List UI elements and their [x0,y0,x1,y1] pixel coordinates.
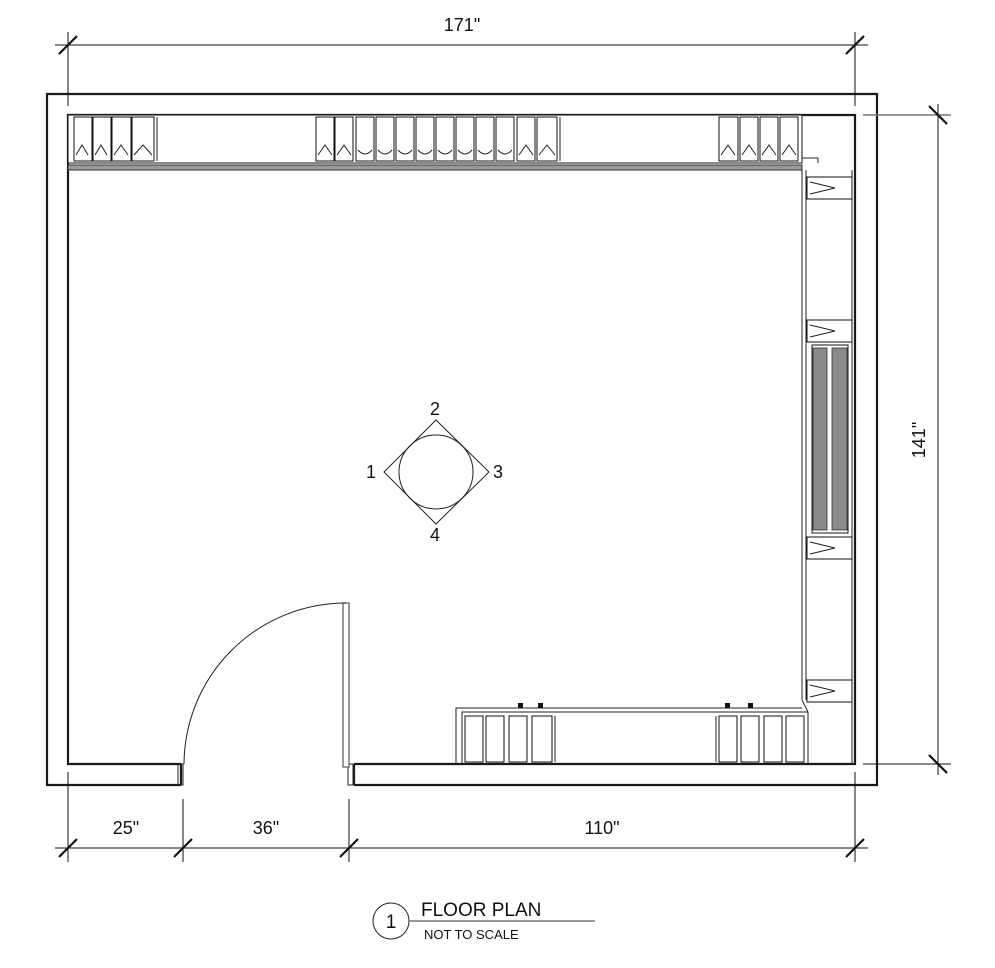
exterior-walls [45,92,879,787]
dim-110: 110" [584,818,619,838]
bottom-right-cabinet-group [715,715,805,763]
view-marker: 2 1 3 4 [366,399,503,545]
dim-171: 171" [444,15,480,35]
view-label-3: 3 [493,462,503,482]
right-bracket-lower-mid [806,536,853,560]
top-middle-cabinet-group [315,116,561,162]
dimension-overall-depth: 141" [863,104,951,775]
top-cabinet-run [67,114,819,171]
dimension-overall-width: 171" [55,15,868,106]
top-left-cabinet-group [73,116,158,162]
drawing-title-block: 1 FLOOR PLAN NOT TO SCALE [372,900,595,942]
detail-number: 1 [386,912,397,933]
dim-141: 141" [909,422,929,458]
dim-25: 25" [113,818,139,838]
top-right-cabinet-group [718,116,799,162]
drawing-subtitle: NOT TO SCALE [424,927,519,942]
view-label-1: 1 [366,462,376,482]
right-cabinet-run [801,170,853,764]
right-bracket-top [806,176,853,200]
dim-36: 36" [253,818,279,838]
door-swing [183,602,350,768]
bottom-left-cabinet-group [464,715,556,763]
drawing-title: FLOOR PLAN [421,900,541,921]
hanging-rack [811,344,849,534]
dimension-bottom-chain: 25" 36" 110" [55,772,868,862]
bottom-cabinet-run [455,703,808,764]
view-label-2: 2 [430,399,440,419]
view-label-4: 4 [430,525,440,545]
right-bracket-upper-mid [806,319,853,343]
right-bracket-bottom [806,679,853,703]
